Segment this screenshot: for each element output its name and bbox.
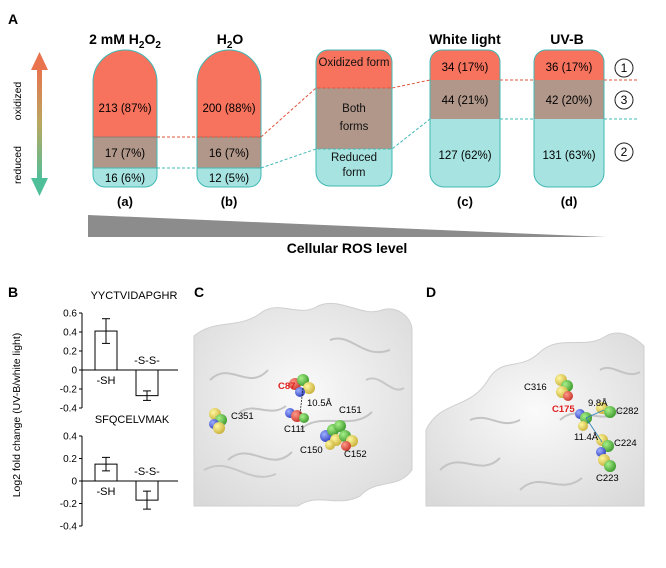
column-b: [196, 49, 262, 188]
legend-reduced: Reduced form: [330, 152, 378, 179]
category-label: -S-S-: [134, 466, 160, 478]
label-c150: C150: [300, 445, 323, 456]
panel-d-letter: D: [426, 284, 436, 300]
header-white-light: White light: [429, 31, 501, 47]
legend-both: Both forms: [339, 103, 369, 133]
protein-surface-d: [425, 302, 645, 507]
bar-chart-yyctvidapghr: YYCTVIDAPGHR 0.6 0.4 0.2 0 -0.2 -0.4 -SH -S-S-: [60, 290, 178, 415]
cell-c-red: 127 (62%): [438, 150, 491, 162]
header-h2o2: 2 mM H2O2: [89, 31, 161, 51]
y-tick-label: 0: [71, 477, 77, 488]
svg-text:1: 1: [621, 61, 628, 75]
circled-number-1: 1: [614, 58, 634, 78]
column-a: [92, 49, 158, 188]
bar-chart-sfqcelvmak: SFQCELVMAK 0.4 0.2 0 -0.2 -0.4 -SH -S-S-: [60, 414, 178, 533]
chart-title: SFQCELVMAK: [95, 414, 170, 426]
ros-gradient-wedge: [88, 215, 606, 237]
label-d-dist1: 9.8Å: [588, 398, 608, 409]
header-uvb: UV-B: [550, 31, 583, 47]
circled-number-2: 2: [614, 142, 634, 162]
cell-c-both: 44 (21%): [442, 95, 489, 107]
label-c316: C316: [524, 382, 547, 393]
panel-b-ylabel: Log2 fold change (UV-B/white light): [11, 333, 23, 498]
label-b: (b): [221, 194, 238, 209]
panel-c-letter: C: [194, 284, 204, 300]
label-d: (d): [561, 194, 578, 209]
label-c111: C111: [284, 424, 305, 435]
y-tick-label: -0.2: [60, 499, 78, 510]
redox-arrow: [31, 52, 48, 196]
svg-text:3: 3: [621, 93, 628, 107]
chart-title: YYCTVIDAPGHR: [91, 290, 178, 302]
legend-reduced-wrap: Reduced form: [330, 152, 378, 179]
category-label: -SH: [97, 375, 116, 387]
legend-both-wrap: Both forms: [339, 103, 369, 133]
header-h2o: H2O: [217, 31, 244, 51]
label-c175: C175: [552, 404, 575, 415]
y-tick-label: 0: [71, 366, 77, 377]
legend-oxidized-wrap: Oxidized form: [318, 57, 390, 69]
legend-oxidized: Oxidized form: [318, 57, 390, 69]
y-tick-label: 0.4: [63, 432, 77, 443]
cell-a-red: 16 (6%): [105, 173, 145, 185]
label-c282: C282: [616, 406, 639, 417]
oxidized-label: oxidized: [12, 82, 24, 121]
category-label: -S-S-: [134, 355, 160, 367]
connector-lines: [157, 79, 638, 169]
label-c: (c): [457, 194, 473, 209]
label-c-dist: 10.5Å: [307, 398, 332, 409]
y-tick-label: -0.2: [60, 385, 78, 396]
label-a: (a): [117, 194, 133, 209]
column-d: [533, 49, 605, 188]
label-c351: C351: [231, 411, 254, 422]
panel-a-letter: A: [8, 11, 18, 27]
label-c151: C151: [339, 405, 362, 416]
label-c152: C152: [344, 449, 367, 460]
cell-d-both: 42 (20%): [546, 95, 593, 107]
y-tick-label: -0.4: [60, 522, 78, 533]
y-tick-label: 0.2: [63, 454, 77, 465]
label-d-dist2: 11.4Å: [574, 432, 599, 443]
legend-column: [315, 49, 393, 187]
cell-b-both: 16 (7%): [209, 148, 249, 160]
svg-text:2: 2: [621, 145, 628, 159]
label-c223: C223: [596, 473, 619, 484]
label-c224: C224: [614, 438, 637, 449]
category-label: -SH: [97, 486, 116, 498]
protein-surface-c: [193, 302, 413, 507]
cell-b-red: 12 (5%): [209, 173, 249, 185]
cell-d-ox: 36 (17%): [546, 62, 593, 74]
panel-b-letter: B: [8, 284, 18, 300]
cell-d-red: 131 (63%): [542, 150, 595, 162]
reduced-label: reduced: [12, 146, 24, 184]
cell-c-ox: 34 (17%): [442, 62, 489, 74]
y-tick-label: -0.4: [60, 404, 78, 415]
y-tick-label: 0.4: [63, 328, 77, 339]
y-tick-label: 0.6: [63, 309, 77, 320]
cell-b-ox: 200 (88%): [202, 103, 255, 115]
ros-label: Cellular ROS level: [287, 240, 408, 256]
circled-number-3: 3: [614, 90, 634, 110]
label-c87: C87: [278, 381, 295, 392]
cell-a-ox: 213 (87%): [98, 103, 151, 115]
y-tick-label: 0.2: [63, 347, 77, 358]
column-c: [429, 49, 501, 188]
cell-a-both: 17 (7%): [105, 148, 145, 160]
